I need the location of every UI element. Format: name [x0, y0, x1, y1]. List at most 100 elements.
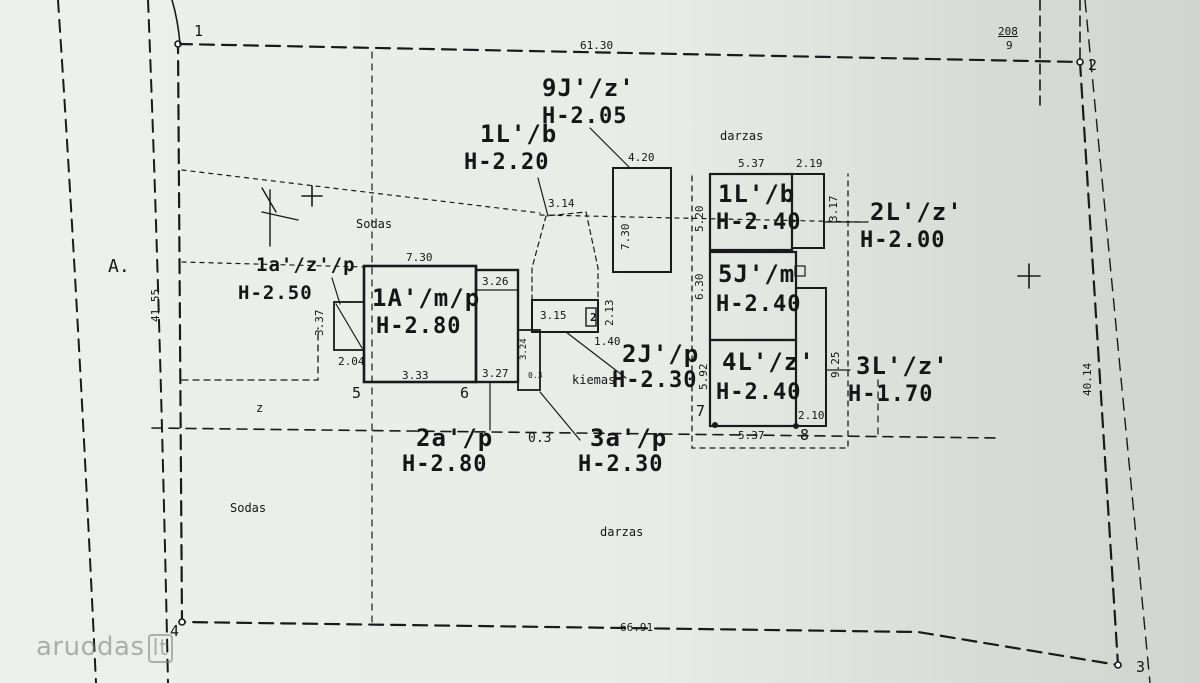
building-height-1A: H-2.80 — [376, 314, 462, 339]
watermark-brand: aruodas — [36, 632, 145, 662]
dim-2a-bottom: 3.27 — [482, 367, 509, 380]
building-height-2J: H-2.30 — [612, 368, 698, 393]
area-label-z: z — [256, 401, 264, 415]
boundary-point-2 — [1076, 58, 1084, 66]
dim-5J-side: 6.30 — [693, 273, 706, 301]
area-label-darzas-lower: darzas — [600, 525, 644, 539]
division-lower-dashed — [151, 427, 1001, 439]
building-1Lb-small — [531, 211, 599, 301]
building-code-5J: 5J'/m — [718, 260, 796, 288]
dim-right-bottom: 5.37 — [738, 429, 765, 442]
building-2J — [531, 299, 599, 333]
leader-3a — [539, 391, 581, 441]
dim-2a-top: 3.26 — [482, 275, 509, 288]
road-line-left-edge — [171, 0, 181, 45]
dim-3Lz-side: 9.25 — [829, 351, 842, 379]
leader-1a — [331, 277, 341, 305]
dim-1A-bottom: 3.33 — [402, 369, 429, 382]
building-3a — [517, 329, 541, 391]
building-height-5J: H-2.40 — [716, 292, 802, 317]
building-height-4L: H-2.40 — [716, 380, 802, 405]
dim-porch-bottom: 2.04 — [338, 355, 365, 368]
building-height-3a: H-2.30 — [578, 452, 664, 477]
note-small-mark: 0.3 — [528, 371, 543, 380]
building-code-2a: 2a'/p — [416, 424, 494, 452]
building-height-3Lz: H-1.70 — [848, 382, 934, 407]
leader-2J — [565, 331, 627, 379]
dim-3Lz-bottom: 2.10 — [798, 409, 825, 422]
point-number-5: 5 — [352, 384, 362, 402]
outbuilding-dashed — [691, 173, 849, 449]
building-code-1Lb-small: 1L'/b — [480, 120, 558, 148]
dim-porch-side: 3.37 — [313, 309, 326, 337]
building-height-1a: H-2.50 — [238, 282, 313, 304]
dim-2J-top: 3.15 — [540, 309, 567, 322]
neighbour-ref-bottom: 9 — [1006, 39, 1013, 52]
area-label-darzas-upper: darzas — [720, 129, 764, 143]
building-code-1A: 1A'/m/p — [372, 284, 481, 312]
point-number-2: 2 — [1088, 56, 1098, 74]
dim-2J-side: 2.13 — [603, 299, 616, 327]
arrow-branch-2 — [261, 187, 277, 213]
building-2Lz — [791, 173, 825, 249]
porch-diagonal — [335, 303, 363, 349]
building-code-2Lz: 2L'/z' — [870, 198, 963, 226]
boundary-dimension-right: 40.14 — [1081, 362, 1094, 396]
point-number-3: 3 — [1136, 658, 1146, 676]
point-number-7: 7 — [696, 402, 706, 420]
building-9J — [612, 167, 672, 273]
note-inner-mark: 2 — [590, 311, 597, 324]
point-number-4: 4 — [170, 622, 180, 640]
building-height-1Lb-small: H-2.20 — [464, 150, 550, 175]
division-left-sub — [181, 327, 319, 381]
leader-9J — [589, 127, 631, 169]
neighbour-ref-top: 208 — [998, 25, 1018, 38]
dim-9J-side: 7.30 — [619, 223, 632, 251]
road-line-outer — [57, 0, 97, 683]
point-number-1: 1 — [194, 22, 204, 40]
division-sodas-mid — [181, 261, 366, 268]
building-height-2Lz: H-2.00 — [860, 228, 946, 253]
building-1a-porch — [333, 301, 365, 351]
boundary-dimension-left: 41.55 — [149, 288, 162, 322]
building-5J-marker — [794, 265, 806, 277]
building-height-1Lb-right: H-2.40 — [716, 210, 802, 235]
dim-3a-small: 0.3 — [528, 431, 552, 446]
area-label-sodas-upper: Sodas — [356, 217, 393, 231]
leader-1Lb — [537, 177, 549, 217]
building-code-3Lz: 3L'/z' — [856, 352, 949, 380]
dim-2Lz-side: 3.17 — [827, 195, 840, 223]
dim-1Lb-small-top: 3.14 — [548, 197, 575, 210]
building-code-2J: 2J'/p — [622, 340, 700, 368]
point-number-8: 8 — [800, 426, 810, 444]
point-number-6: 6 — [460, 384, 470, 402]
dim-right-top: 5.37 — [738, 157, 765, 170]
area-label-sodas-lower: Sodas — [230, 501, 267, 515]
building-code-4L: 4L'/z' — [722, 348, 815, 376]
side-letter: A. — [108, 256, 130, 277]
division-sodas-upper — [181, 169, 541, 214]
arrow-branch — [261, 211, 299, 221]
building-code-3a: 3a'/p — [590, 424, 668, 452]
road-line-inner — [147, 0, 169, 683]
building-height-2a: H-2.80 — [402, 452, 488, 477]
neighbour-line-far — [1084, 0, 1151, 683]
point-marker-8 — [793, 423, 799, 429]
building-2a — [474, 268, 520, 384]
watermark-tld: lt — [147, 634, 174, 663]
area-label-kiemas: kiemas — [572, 373, 616, 387]
boundary-point-3 — [1114, 661, 1122, 669]
plot-boundary — [176, 42, 1120, 667]
dim-2Lz-top: 2.19 — [796, 157, 823, 170]
dim-1Lb-right-side: 5.20 — [693, 205, 706, 233]
dim-9J-top: 4.20 — [628, 151, 655, 164]
dim-3a-side: 3.24 — [519, 338, 529, 360]
building-code-9J: 9J'/z' — [542, 74, 635, 102]
dim-1A-top: 7.30 — [406, 251, 433, 264]
building-height-9J: H-2.05 — [542, 104, 628, 129]
boundary-dimension-bottom: 66.91 — [620, 621, 654, 634]
point-marker-7 — [712, 422, 718, 428]
